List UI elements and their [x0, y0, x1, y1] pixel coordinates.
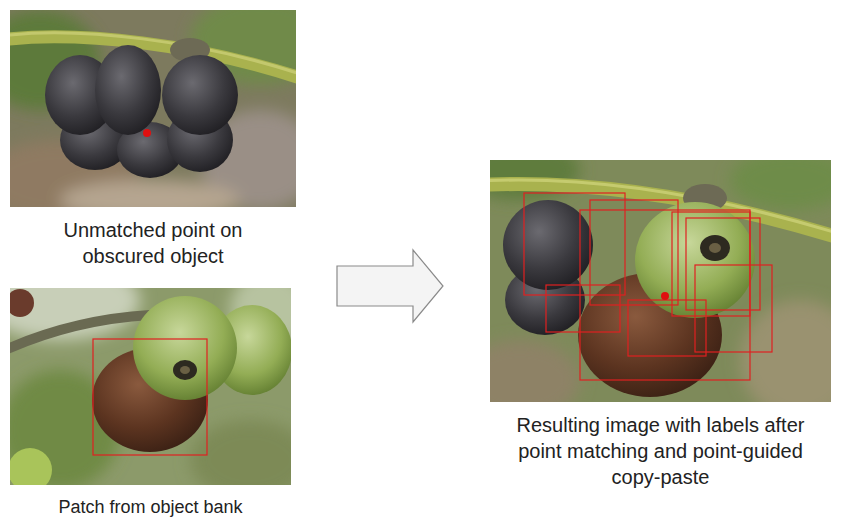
image-panel: Patch from object bank	[10, 288, 291, 485]
image-panel: Resulting image with labels after point …	[490, 160, 831, 402]
image-panel: Unmatched point on obscured object	[10, 10, 296, 207]
point-marker	[143, 129, 151, 137]
process-arrow	[337, 250, 443, 322]
bounding-boxes	[524, 193, 772, 380]
panel-caption: Patch from object bank	[11, 495, 291, 519]
photo-patch	[10, 288, 291, 485]
bounding-box	[93, 339, 207, 455]
photo-result	[490, 160, 831, 402]
panel-caption: Resulting image with labels after point …	[496, 412, 826, 490]
photo-obscured	[10, 10, 296, 207]
point-marker	[661, 292, 669, 300]
panel-caption: Unmatched point on obscured object	[28, 217, 278, 269]
